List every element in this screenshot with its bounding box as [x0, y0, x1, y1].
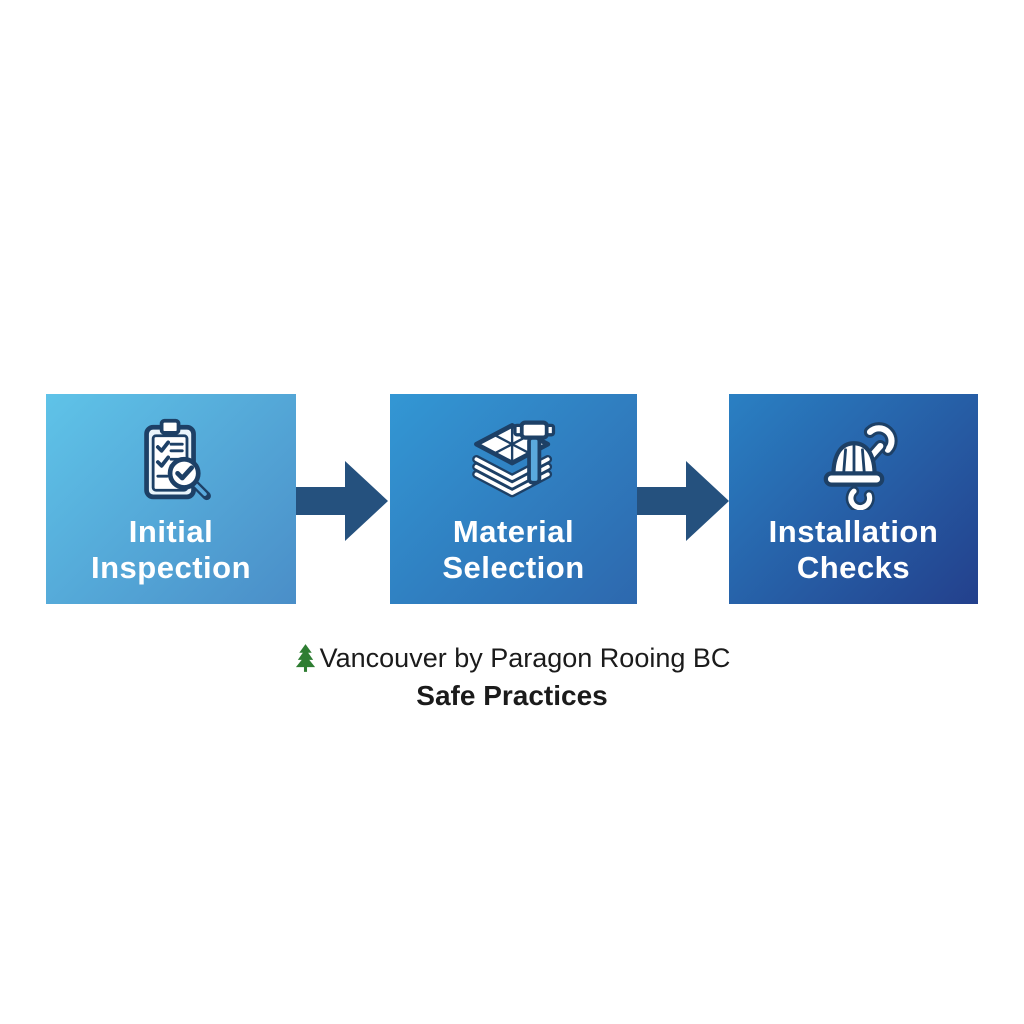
- step-label-initial-inspection: Initial Inspection: [91, 514, 251, 586]
- step-label-line2: Checks: [796, 550, 911, 585]
- caption-text-line2: Safe Practices: [416, 679, 608, 711]
- step-label-material-selection: Material Selection: [442, 514, 584, 586]
- step-label-line1: Initial: [128, 514, 214, 549]
- shingles-hammer-icon: [467, 416, 561, 510]
- arrow-right-icon: [296, 461, 388, 541]
- step-label-line1: Installation: [768, 514, 939, 549]
- step-label-line2: Inspection: [90, 550, 251, 585]
- step-label-line2: Selection: [442, 550, 585, 585]
- clipboard-checklist-magnifier-icon: [124, 416, 218, 510]
- hardhat-wrench-icon: [807, 416, 901, 513]
- step-box-material-selection: Material Selection: [390, 394, 637, 604]
- caption-line1: Vancouver by Paragon Rooing BC: [294, 643, 731, 673]
- caption: Vancouver by Paragon Rooing BC Safe Prac…: [0, 643, 1024, 711]
- step-box-installation-checks: Installation Checks: [729, 394, 978, 604]
- step-label-installation-checks: Installation Checks: [769, 514, 939, 586]
- arrow-right-icon: [637, 461, 729, 541]
- caption-text-line1: Vancouver by Paragon Rooing BC: [319, 643, 731, 673]
- step-label-line1: Material: [452, 514, 575, 549]
- step-box-initial-inspection: Initial Inspection: [46, 394, 296, 604]
- evergreen-tree-icon: [294, 643, 317, 672]
